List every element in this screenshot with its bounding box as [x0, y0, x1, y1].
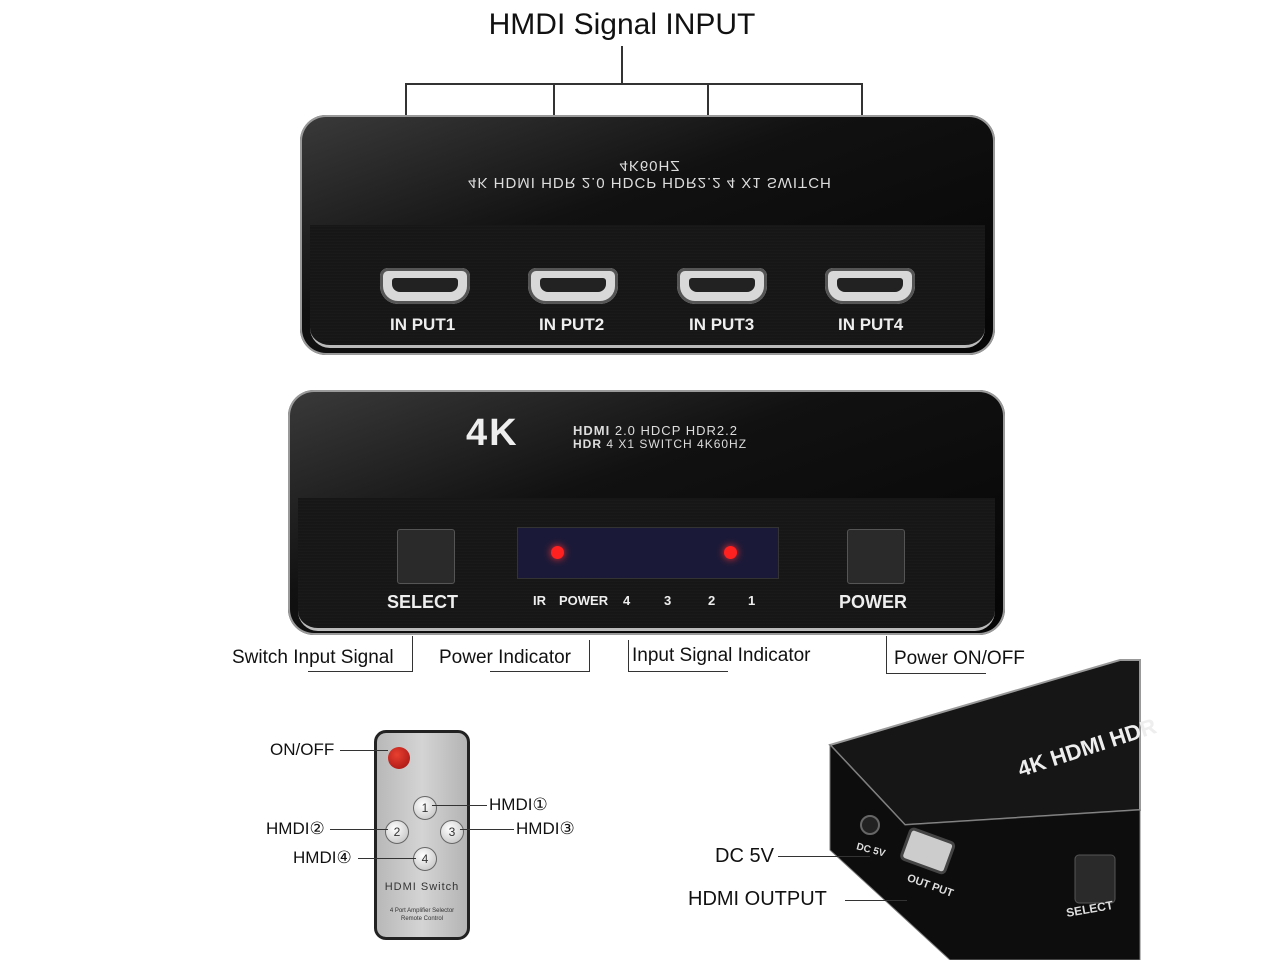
dc-jack	[860, 815, 880, 835]
annotation-input-signal-indicator: Input Signal Indicator	[632, 645, 811, 666]
dc-callout: DC 5V	[715, 845, 774, 867]
leader-line	[308, 671, 413, 672]
remote-button-4[interactable]: 4	[413, 847, 437, 871]
power-led	[551, 546, 564, 559]
remote-label-3: HMDI③	[516, 819, 575, 838]
remote-label-1: HMDI①	[489, 795, 548, 814]
output-callout: HDMI OUTPUT	[688, 888, 827, 910]
indicator-label-1: 1	[748, 593, 756, 608]
switch-side-view	[828, 659, 1141, 960]
remote-label-4: HMDI④	[293, 848, 352, 867]
port-label: IN PUT2	[539, 315, 605, 334]
port-label: IN PUT3	[689, 315, 755, 334]
leader-line	[460, 829, 514, 830]
hdmi-input-port-4	[825, 268, 915, 304]
leader-line	[432, 805, 487, 806]
remote-label-2: HMDI②	[266, 819, 325, 838]
logo-4k: 4K	[466, 412, 519, 454]
hdmi-input-port-1	[380, 268, 470, 304]
bracket-stem	[621, 46, 623, 84]
remote-button-1[interactable]: 1	[413, 796, 437, 820]
remote-onoff-label: ON/OFF	[270, 740, 335, 759]
indicator-label-3: 3	[664, 593, 672, 608]
logo-line-2: HDR 4 X1 SWITCH 4K60HZ	[573, 437, 748, 451]
switch-front-view: 4K HDMI 2.0 HDCP HDR2.2 HDR 4 X1 SWITCH …	[288, 390, 1005, 635]
leader-line	[358, 858, 416, 859]
annotation-switch-input: Switch Input Signal	[232, 647, 394, 668]
remote-power-button[interactable]	[388, 747, 410, 769]
bracket-bar	[405, 83, 863, 85]
input-2-led	[724, 546, 737, 559]
indicator-label-4: 4	[623, 593, 631, 608]
side-select-button	[1074, 854, 1116, 904]
diagram-title: HMDI Signal INPUT	[488, 8, 756, 41]
indicator-label-2: 2	[708, 593, 716, 608]
leader-line	[845, 900, 907, 901]
remote-subtitle: 4 Port Amplifier Selector	[389, 908, 455, 914]
leader-line	[628, 640, 629, 672]
leader-line	[490, 671, 590, 672]
remote-control: 1 2 3 4 HDMI Switch 4 Port Amplifier Sel…	[374, 730, 470, 940]
front-panel: SELECT IR POWER 4 3 2 1 POWER	[298, 498, 995, 631]
leader-line	[340, 750, 388, 751]
annotation-power-indicator: Power Indicator	[439, 647, 572, 668]
leader-line	[886, 636, 887, 674]
remote-button-2[interactable]: 2	[385, 820, 409, 844]
leader-line	[886, 673, 986, 674]
hdmi-brand: HDMI	[573, 423, 611, 438]
select-button[interactable]	[397, 529, 455, 584]
power-label: POWER	[839, 592, 908, 612]
mirrored-logo: 4K HDMI HDR 2.0 HDCP HDR2.2 4 X1 SWITCH …	[468, 157, 832, 191]
indicator-window	[517, 527, 779, 579]
indicator-label-power: POWER	[559, 593, 609, 608]
hdmi-input-port-2	[528, 268, 618, 304]
indicator-label-ir: IR	[533, 593, 546, 608]
hdr-brand: HDR	[573, 437, 602, 451]
remote-button-3[interactable]: 3	[440, 820, 464, 844]
switch-rear-view: 4K HDMI HDR 2.0 HDCP HDR2.2 4 X1 SWITCH …	[300, 115, 995, 355]
annotation-power-onoff: Power ON/OFF	[894, 648, 1025, 669]
rear-panel: IN PUT1 IN PUT2 IN PUT3 IN PUT4	[310, 225, 985, 348]
leader-line	[330, 829, 388, 830]
leader-line	[778, 856, 870, 857]
remote-subtitle: Remote Control	[400, 916, 444, 922]
port-label: IN PUT1	[390, 315, 456, 334]
device-front	[829, 743, 1141, 960]
bracket-drop	[405, 83, 407, 115]
power-button[interactable]	[847, 529, 905, 584]
bracket-drop	[553, 83, 555, 115]
bracket-drop	[861, 83, 863, 115]
remote-title: HDMI Switch	[384, 881, 460, 893]
port-label: IN PUT4	[838, 315, 904, 334]
leader-line	[628, 671, 728, 672]
hdmi-input-port-3	[677, 268, 767, 304]
logo-line-1: HDMI 2.0 HDCP HDR2.2	[573, 423, 738, 438]
bracket-drop	[707, 83, 709, 115]
select-label: SELECT	[387, 592, 459, 612]
hdmi-output-port	[900, 827, 956, 875]
leader-line	[589, 640, 590, 672]
leader-line	[412, 636, 413, 672]
